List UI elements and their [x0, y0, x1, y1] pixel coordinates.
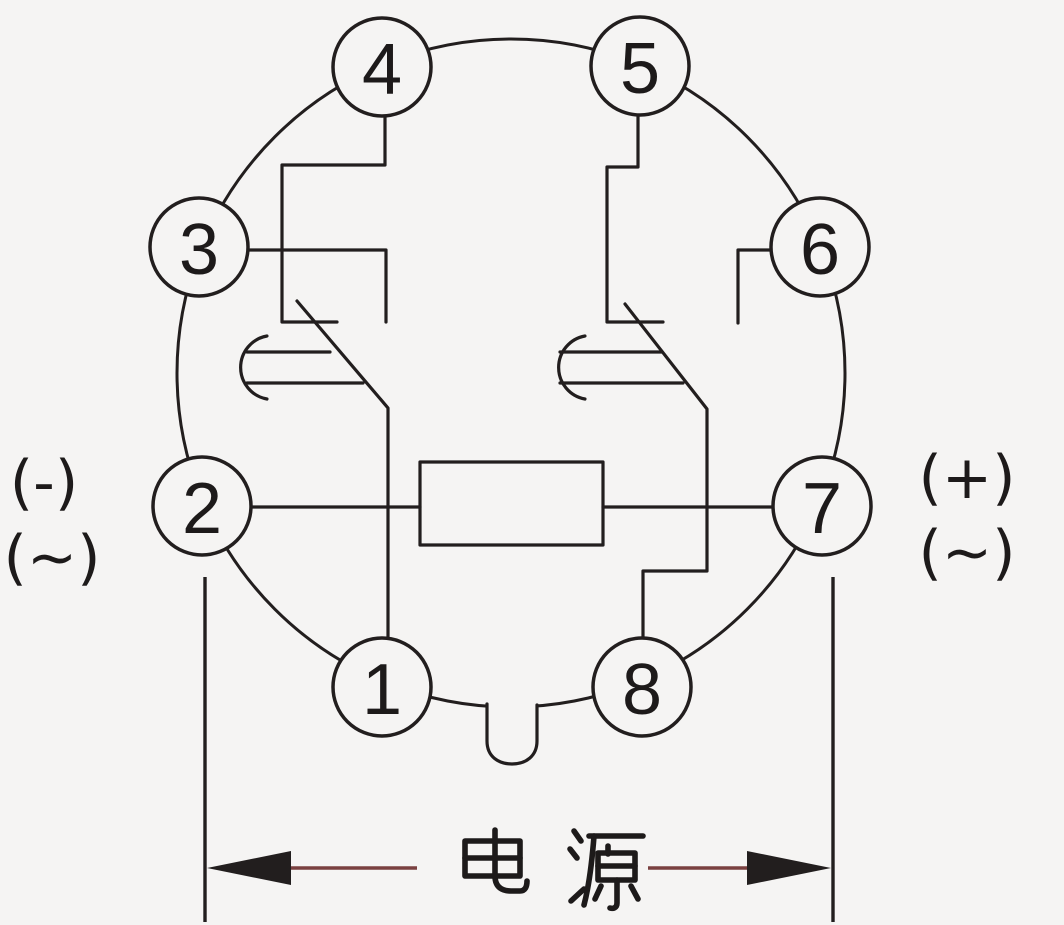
- pin-circle-3: [148, 196, 250, 298]
- pin-number-7: 7: [802, 469, 842, 549]
- pin-5: 5: [589, 15, 691, 117]
- pin-1: 1: [331, 636, 433, 738]
- pin-3: 3: [148, 196, 250, 298]
- pin-number-8: 8: [622, 650, 662, 730]
- pin-circle-1: [331, 636, 433, 738]
- pin-circle-4: [331, 16, 433, 118]
- pin-7: 7: [771, 455, 873, 557]
- dian-stroke: [492, 827, 530, 894]
- pin-circle-6: [769, 196, 871, 298]
- contact-group-right: [557, 114, 773, 642]
- pin5-fixed-contact-wire: [605, 114, 665, 324]
- yuan-bai-box: [595, 850, 638, 883]
- pin-number-5: 5: [620, 29, 660, 109]
- yuan-dot2: [567, 846, 580, 861]
- yuan-tick: [568, 886, 587, 904]
- right-ac-label: (~): [918, 518, 1015, 588]
- pin-circle-8: [591, 636, 693, 738]
- yuan-left-dot: [592, 883, 604, 902]
- yuan-slant: [581, 833, 597, 908]
- pin-number-1: 1: [362, 650, 402, 730]
- pin-4: 4: [331, 16, 433, 118]
- left-ac-label: (~): [3, 523, 100, 593]
- pin-circle-7: [771, 455, 873, 557]
- left-arrowhead-icon: [207, 851, 291, 885]
- left-rotation-arc: [239, 334, 269, 401]
- right-rotation-arc: [557, 334, 587, 401]
- pin-8: 8: [591, 636, 693, 738]
- yuan-right-dot: [628, 883, 641, 902]
- pin-number-3: 3: [179, 210, 219, 290]
- left-moving-blade-wire: [295, 299, 390, 642]
- pin-number-6: 6: [800, 210, 840, 290]
- keying-notch: [485, 702, 539, 766]
- socket-outline-circle: [175, 37, 847, 709]
- right-polarity-label: (+): [918, 443, 1015, 513]
- coil-group: [250, 460, 775, 547]
- yuan-hook: [607, 877, 620, 912]
- pin-2: 2: [151, 455, 253, 557]
- pin3-fixed-contact-wire: [247, 248, 388, 324]
- pin4-fixed-contact-wire: [280, 114, 387, 324]
- notch-mask: [488, 698, 536, 715]
- power-dimension: [203, 577, 835, 922]
- pin6-fixed-contact-wire: [736, 248, 773, 325]
- dian-box: [462, 838, 523, 879]
- pin-circle-5: [589, 15, 691, 117]
- contact-group-left: [239, 114, 390, 642]
- right-moving-blade-wire: [623, 302, 709, 642]
- pin-circle-2: [151, 455, 253, 557]
- pin-6: 6: [769, 196, 871, 298]
- pins-layer: 1 2 3 4 5 6 7 8: [148, 15, 873, 738]
- right-arrowhead-icon: [747, 851, 831, 885]
- pin-number-4: 4: [362, 30, 402, 110]
- coil-box: [418, 460, 605, 547]
- pin-number-2: 2: [182, 469, 222, 549]
- left-polarity-label: (-): [10, 448, 78, 518]
- yuan-dot1: [571, 828, 584, 844]
- power-label-glyphs: [462, 827, 646, 912]
